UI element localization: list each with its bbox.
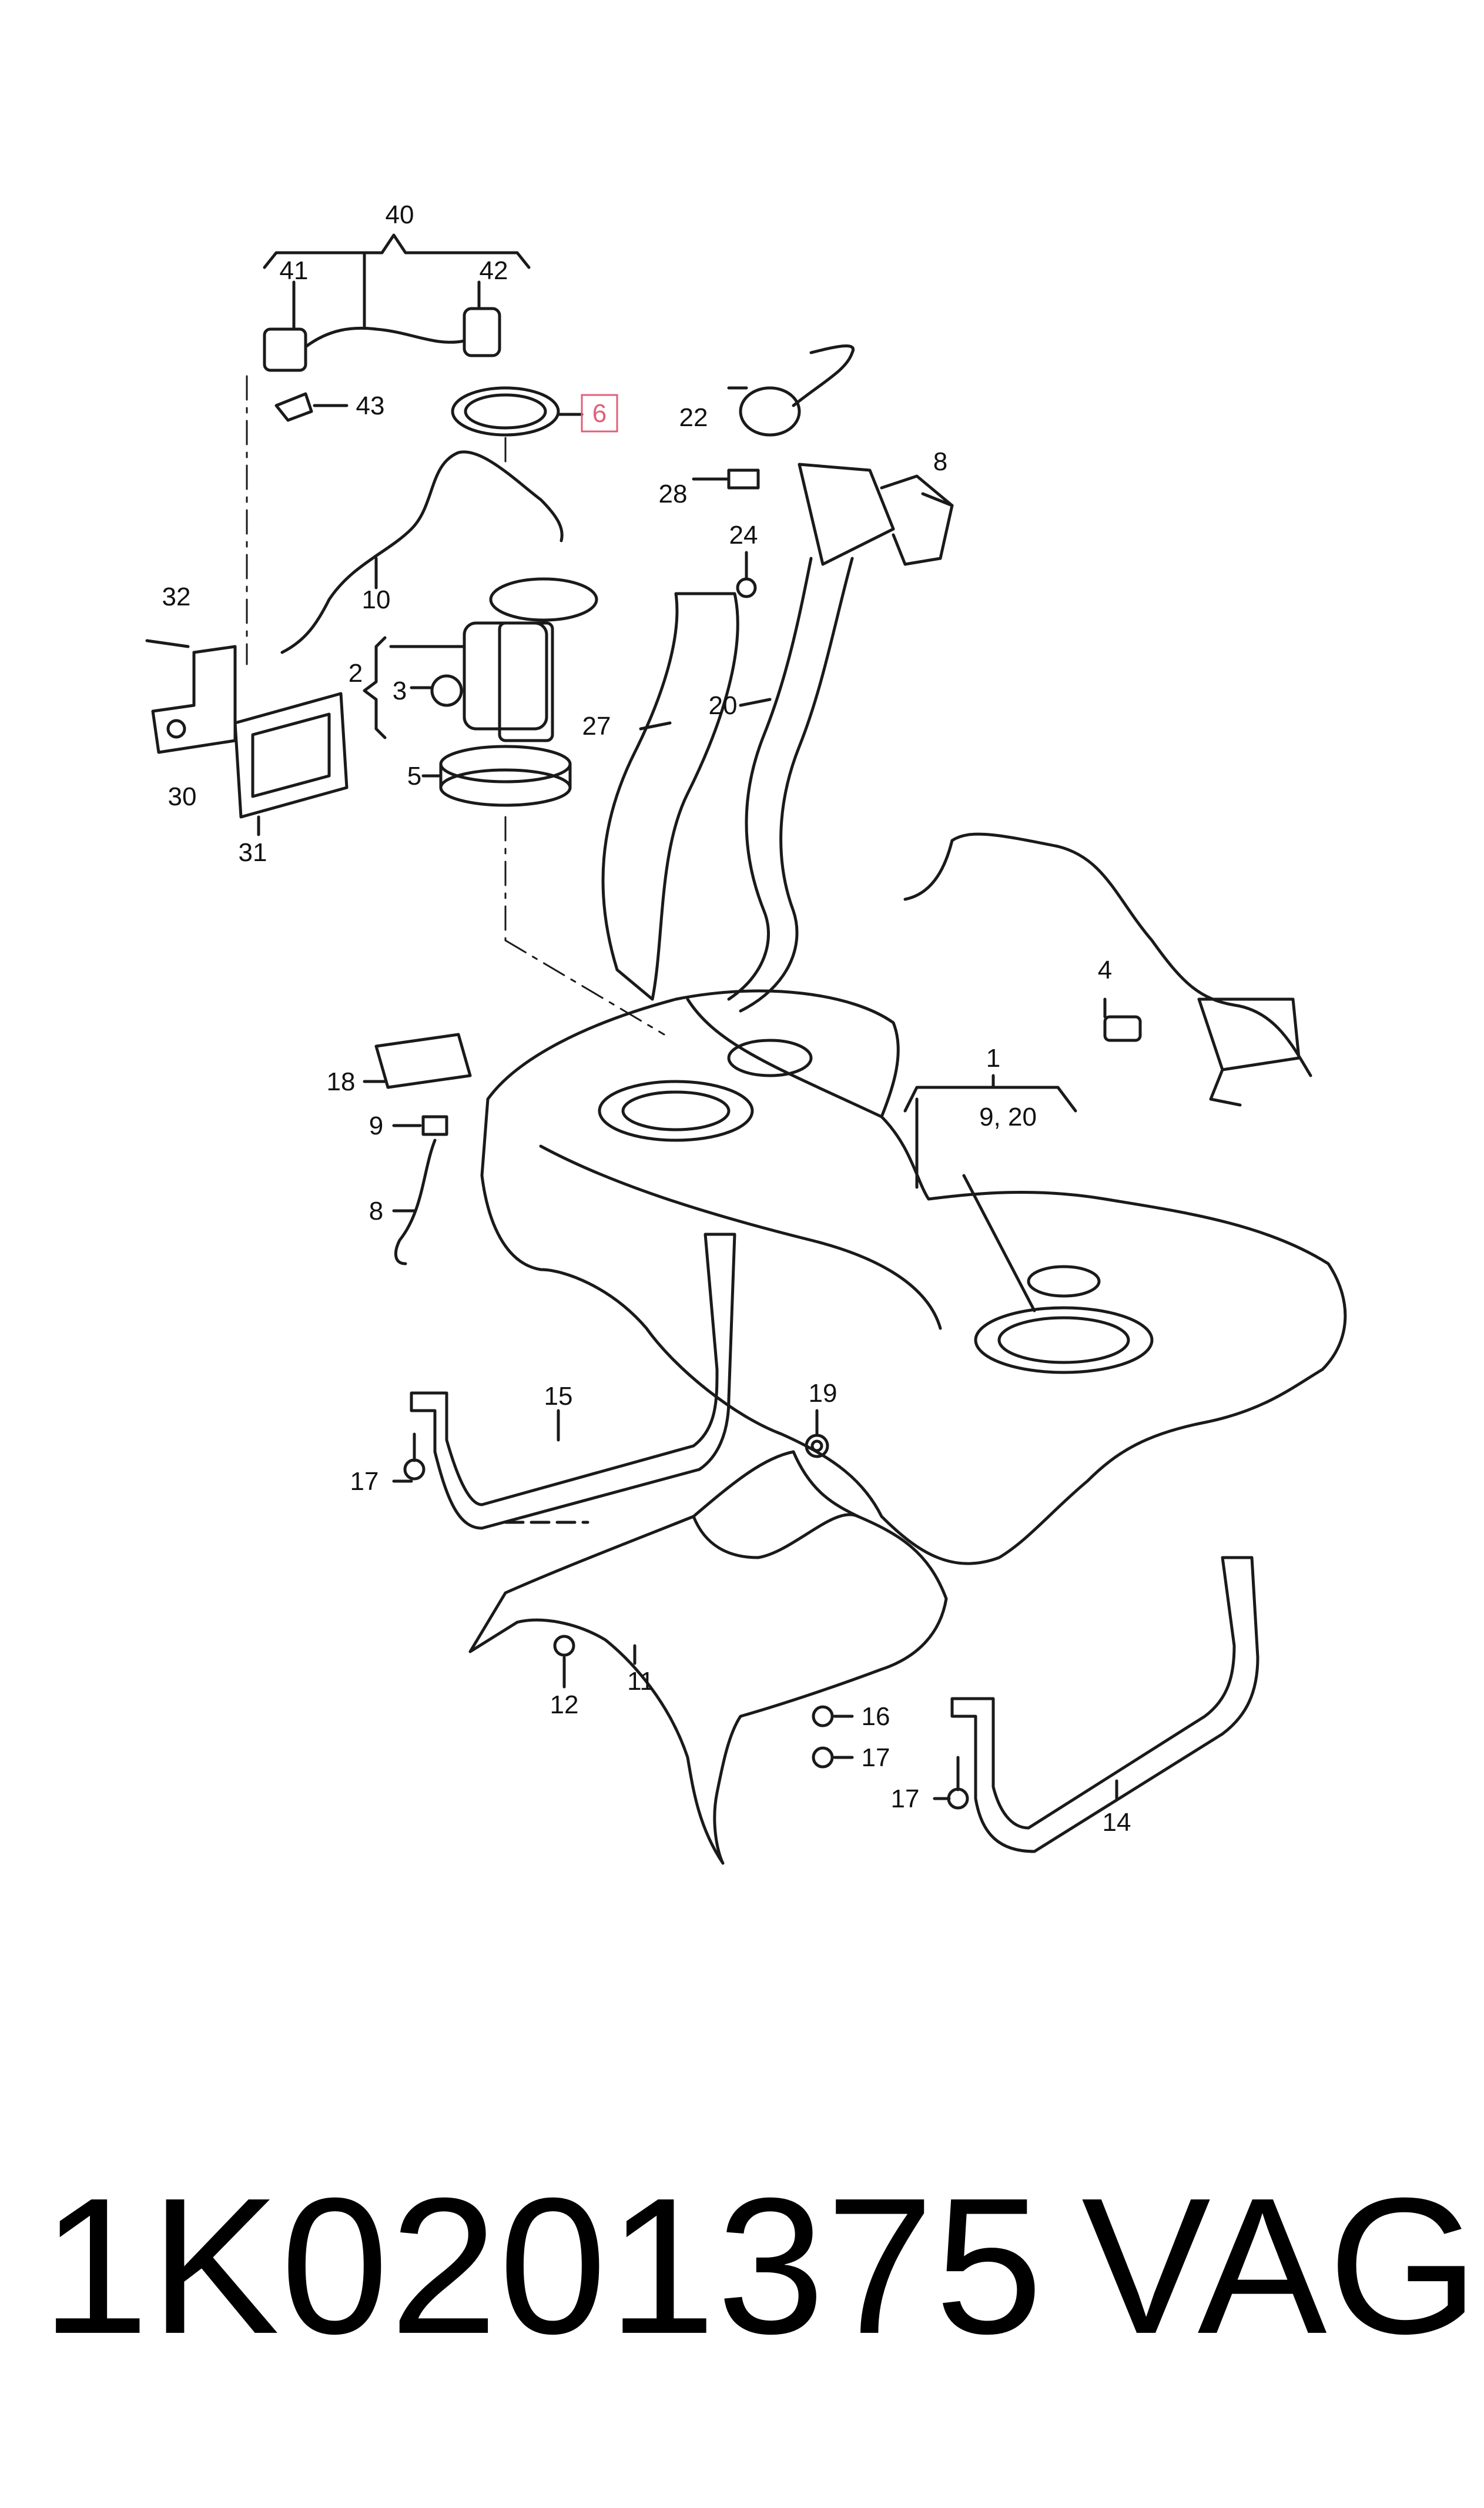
callout-12: 12	[550, 1690, 579, 1719]
callout-41: 41	[280, 256, 309, 285]
callout-27: 27	[582, 712, 611, 741]
callout-5: 5	[407, 762, 421, 791]
callout-16: 16	[862, 1702, 890, 1731]
callout-17-right: 17	[891, 1784, 920, 1813]
heat-shield-11	[468, 1450, 948, 1865]
bracket-40	[263, 233, 531, 328]
part-number: 1K0201375	[41, 2157, 1044, 2374]
breather-hose-27	[601, 592, 739, 1001]
fuel-pump-module-2	[363, 577, 598, 742]
callout-40: 40	[386, 200, 414, 229]
callout-17-left: 17	[350, 1467, 379, 1496]
callout-14: 14	[1103, 1808, 1131, 1837]
callout-9-20: 9, 20	[979, 1103, 1037, 1131]
tensioning-strap-15	[410, 1233, 736, 1530]
wiring-harness-40	[263, 280, 501, 372]
sender-18	[374, 1033, 472, 1089]
callout-24: 24	[729, 521, 758, 550]
callout-4: 4	[1098, 956, 1112, 985]
fuel-tank-1	[480, 989, 1347, 1565]
clip-9	[421, 1115, 448, 1136]
filler-pipe-20	[727, 344, 954, 1013]
callout-8-top: 8	[933, 447, 947, 476]
fuel-line-10	[280, 450, 564, 654]
mounting-bracket-30	[145, 639, 237, 754]
callout-42: 42	[480, 256, 508, 285]
callout-30: 30	[168, 782, 197, 811]
callout-15: 15	[544, 1382, 573, 1411]
callout-6-highlight-box	[581, 394, 618, 433]
callout-31: 31	[239, 838, 267, 867]
callout-3: 3	[393, 677, 407, 705]
callout-2: 2	[349, 659, 363, 688]
callout-9: 9	[369, 1111, 383, 1140]
callout-17-center: 17	[862, 1743, 890, 1772]
tensioning-strap-14	[950, 1556, 1259, 1853]
callout-18: 18	[327, 1067, 356, 1096]
callout-32: 32	[162, 582, 191, 611]
hose-8	[394, 1139, 437, 1265]
brand-name: VAG	[1081, 2157, 1480, 2374]
control-unit-31	[233, 692, 349, 836]
callout-28: 28	[659, 480, 688, 508]
seal-ring-5	[421, 745, 572, 807]
exploded-parts-diagram: 40 41 42 43 6 22 8 28 24 32 10 2 3 20 27…	[145, 200, 1347, 1865]
callout-10: 10	[362, 585, 391, 614]
callout-22: 22	[679, 403, 708, 432]
callout-19: 19	[809, 1379, 838, 1408]
callout-20: 20	[709, 691, 738, 720]
callout-1: 1	[986, 1044, 1000, 1073]
callout-43: 43	[356, 391, 385, 420]
clip-43	[274, 392, 313, 422]
callout-8-left: 8	[369, 1197, 383, 1225]
callout-6: 6	[592, 399, 607, 428]
locking-ring-6	[451, 386, 584, 437]
vent-hose-4	[903, 832, 1312, 1107]
callout-11: 11	[627, 1667, 654, 1696]
